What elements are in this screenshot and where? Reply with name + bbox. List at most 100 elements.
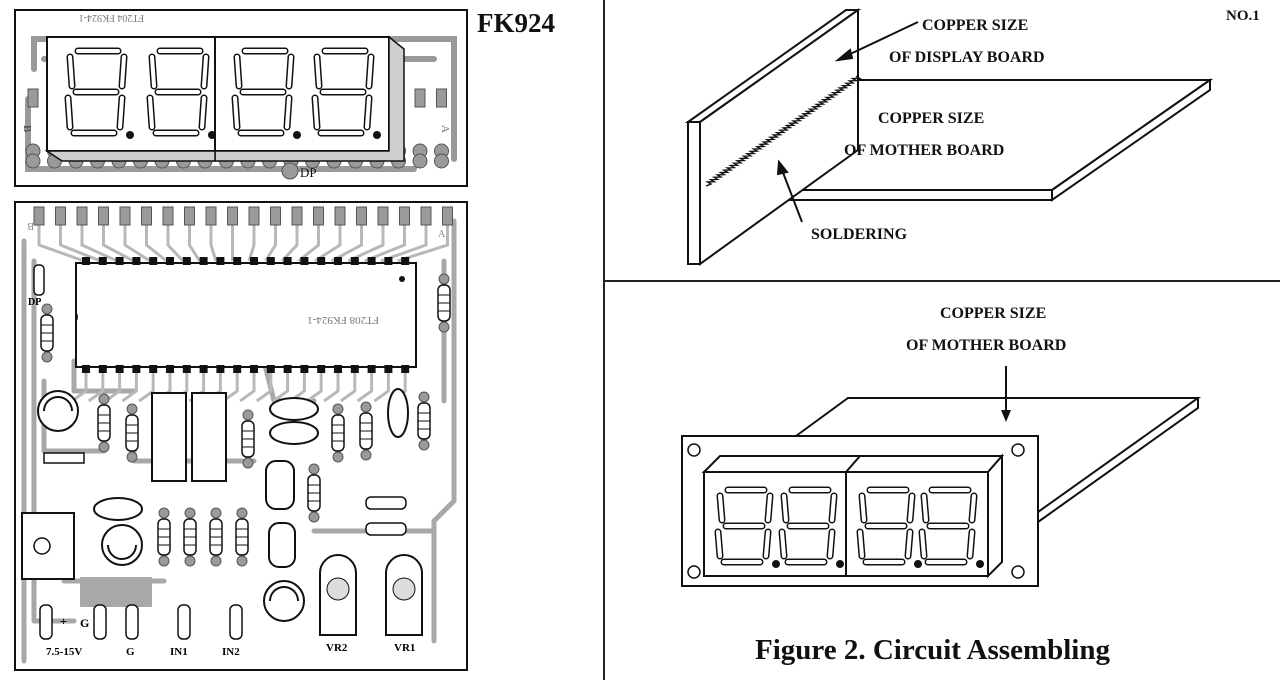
pad bbox=[205, 206, 217, 226]
label-copper-display-2: OF DISPLAY BOARD bbox=[889, 49, 1045, 66]
pad bbox=[98, 441, 110, 453]
segment-inner bbox=[764, 530, 770, 558]
ic-pin bbox=[149, 257, 158, 265]
ic-pin bbox=[115, 257, 124, 265]
pad bbox=[356, 206, 367, 226]
decimal-point bbox=[293, 131, 301, 139]
ic-pin bbox=[115, 365, 124, 373]
pad bbox=[414, 88, 426, 108]
terminal-pin bbox=[177, 604, 191, 640]
segment-inner bbox=[365, 96, 371, 129]
label-soldering: SOLDERING bbox=[811, 226, 908, 243]
trace bbox=[280, 225, 299, 263]
trace bbox=[297, 225, 320, 263]
pad bbox=[76, 206, 88, 226]
display-corner-b: B bbox=[21, 125, 33, 133]
segment-inner bbox=[233, 96, 239, 129]
pad bbox=[332, 403, 344, 415]
pad bbox=[420, 206, 432, 226]
trace bbox=[356, 373, 374, 403]
trace bbox=[102, 225, 135, 263]
ic-pin bbox=[166, 257, 174, 265]
segment-inner bbox=[920, 530, 926, 558]
pad bbox=[308, 511, 320, 523]
ic-pin bbox=[233, 365, 242, 373]
decimal-point bbox=[976, 560, 984, 568]
ic-pin bbox=[182, 365, 191, 373]
segment-inner bbox=[118, 96, 124, 129]
ic-pin bbox=[367, 257, 376, 265]
pad bbox=[141, 206, 152, 226]
ic-pin bbox=[334, 257, 342, 265]
trace bbox=[373, 373, 390, 403]
pad bbox=[210, 507, 222, 519]
trace bbox=[272, 373, 290, 403]
trace bbox=[380, 225, 428, 263]
segment-inner bbox=[970, 494, 976, 522]
pad bbox=[184, 507, 196, 519]
trace bbox=[138, 373, 155, 403]
ic-pin bbox=[317, 257, 326, 265]
pad bbox=[313, 206, 324, 226]
terminal-pin bbox=[93, 604, 107, 640]
ic-pin bbox=[250, 365, 258, 373]
label-copper-mother-2: OF MOTHER BOARD bbox=[844, 142, 1005, 159]
ic-pin bbox=[401, 365, 410, 373]
trace bbox=[363, 225, 406, 263]
terminal-vr2-label: VR2 bbox=[326, 642, 348, 654]
trace bbox=[188, 225, 201, 262]
ic-pin bbox=[182, 257, 191, 265]
trace bbox=[255, 373, 273, 403]
ic-pin bbox=[82, 257, 90, 265]
assembled-module-diagram bbox=[681, 366, 1202, 587]
segment-inner bbox=[150, 55, 156, 88]
pad bbox=[184, 555, 196, 567]
terminal-power-label: 7.5-15V bbox=[46, 646, 82, 658]
soldering-diagram bbox=[684, 8, 1214, 266]
pad bbox=[418, 439, 430, 451]
trace bbox=[339, 373, 357, 403]
trace bbox=[123, 225, 151, 263]
mother-corner-a: A bbox=[438, 229, 446, 240]
decimal-point bbox=[208, 131, 216, 139]
ic-pin bbox=[384, 365, 393, 373]
trace bbox=[87, 373, 105, 403]
pad bbox=[360, 449, 372, 461]
terminal-in1-label: IN1 bbox=[170, 646, 188, 658]
ic-pin bbox=[334, 365, 342, 373]
trace bbox=[71, 373, 88, 403]
pad bbox=[360, 401, 372, 413]
trace bbox=[247, 225, 256, 262]
model-title: FK924 bbox=[477, 8, 555, 38]
decimal-point bbox=[772, 560, 780, 568]
display-corner-a: A bbox=[439, 125, 451, 133]
segment-inner bbox=[906, 530, 912, 558]
trace bbox=[397, 225, 449, 263]
ic-pin bbox=[199, 365, 208, 373]
ic-pin bbox=[98, 257, 107, 265]
pad bbox=[162, 206, 174, 226]
decimal-point bbox=[373, 131, 381, 139]
pad bbox=[438, 321, 450, 333]
segment-inner bbox=[716, 530, 722, 558]
horizontal-divider bbox=[604, 280, 1280, 282]
label-copper-display-1: COPPER SIZE bbox=[922, 17, 1029, 34]
pad bbox=[412, 153, 428, 169]
trace bbox=[323, 373, 340, 403]
pad bbox=[438, 273, 450, 285]
pad bbox=[158, 507, 170, 519]
segment-inner bbox=[68, 55, 74, 88]
segment-inner bbox=[828, 530, 834, 558]
segment-inner bbox=[908, 494, 914, 522]
pad bbox=[236, 507, 248, 519]
pad bbox=[98, 393, 110, 405]
pad bbox=[291, 206, 303, 226]
segment-inner bbox=[367, 55, 373, 88]
pad bbox=[236, 555, 248, 567]
ic-pin bbox=[199, 257, 208, 265]
pad bbox=[126, 451, 138, 463]
ic-pin bbox=[266, 257, 275, 265]
ic-pin bbox=[350, 257, 359, 265]
terminal-plus-label: + bbox=[60, 614, 67, 628]
pcb-layout-panel: FK924 FT204 FK924-1 B A DP bbox=[0, 0, 604, 680]
